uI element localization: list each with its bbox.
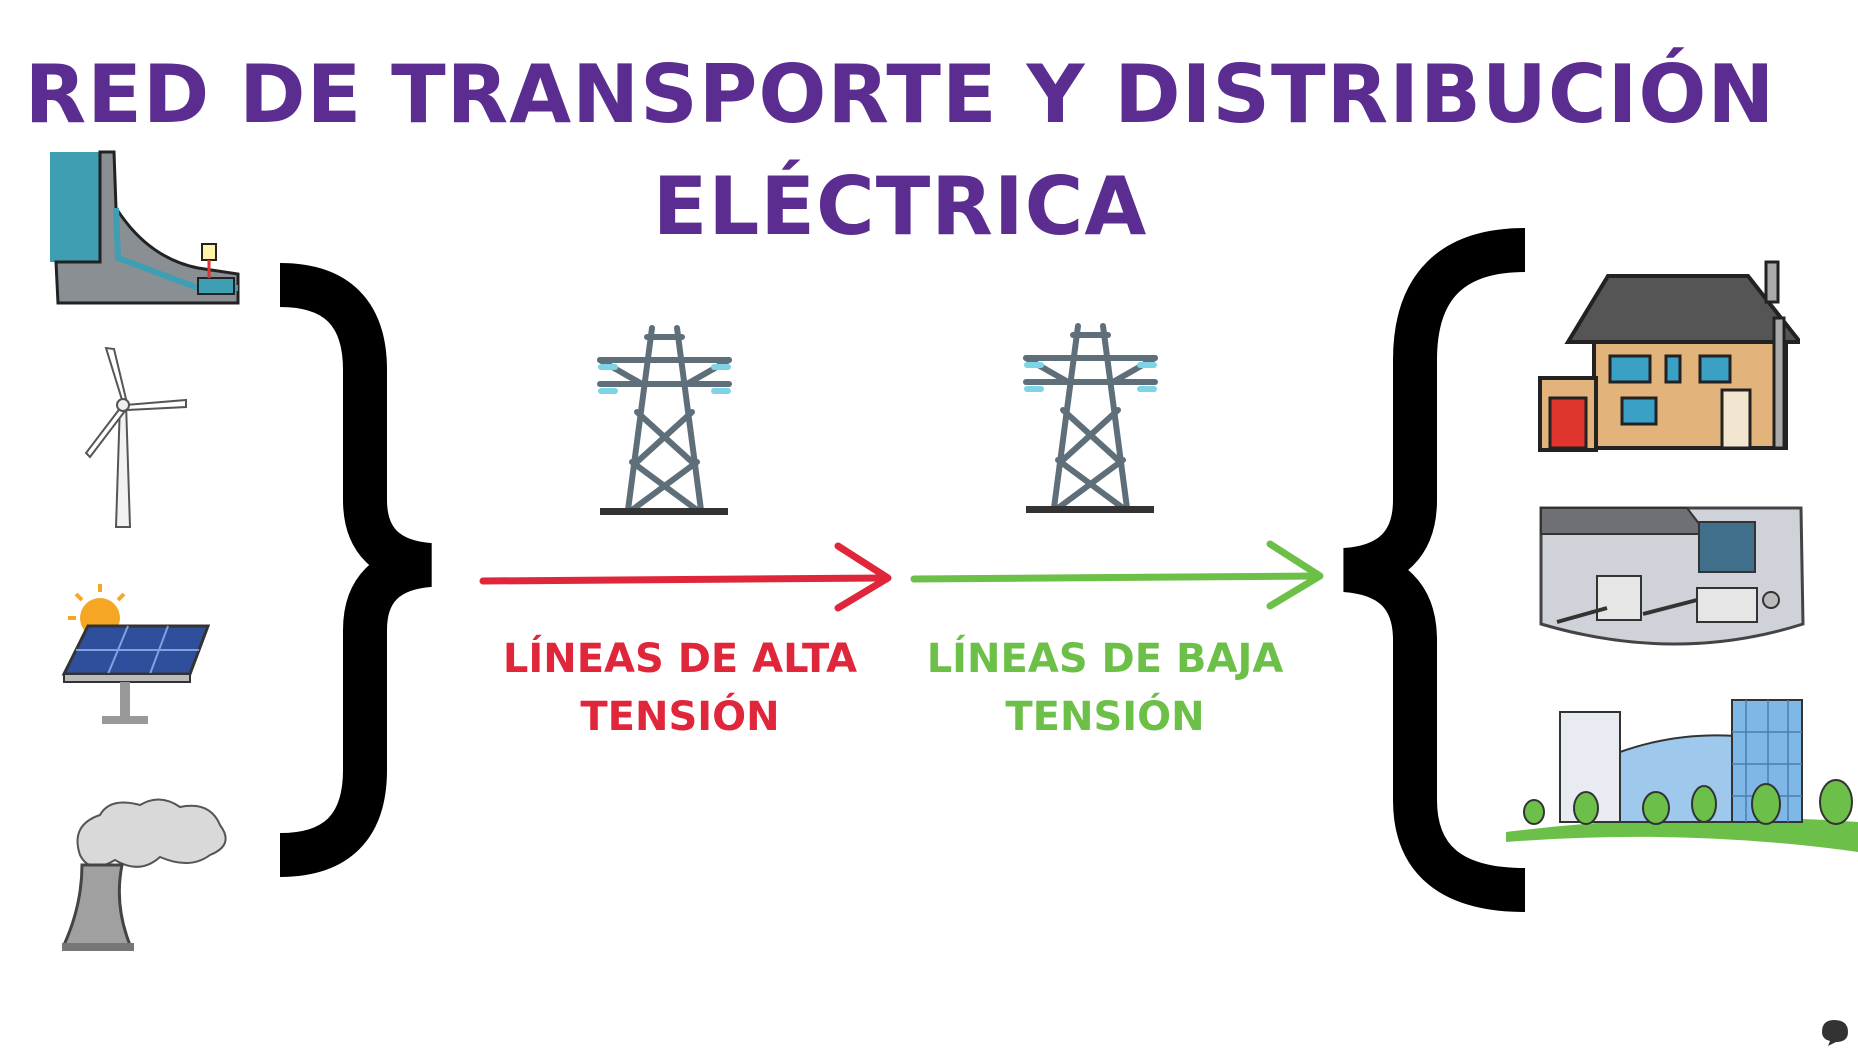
- wind-turbine-icon: [84, 346, 187, 528]
- low-voltage-label: LÍNEAS DE BAJA TENSIÓN: [925, 630, 1285, 746]
- cooling-tower-icon: [61, 798, 227, 951]
- page-title-line-2: ELÉCTRICA: [652, 160, 1148, 253]
- solar-panel-icon: [61, 584, 211, 724]
- corner-logo-icon: [1822, 1020, 1848, 1046]
- page-title-line-1: RED DE TRANSPORTE Y DISTRIBUCIÓN: [24, 48, 1776, 141]
- high-voltage-label-line-1: LÍNEAS DE ALTA: [502, 636, 858, 682]
- low-voltage-label-line-1: LÍNEAS DE BAJA: [926, 636, 1284, 682]
- low-voltage-tower-icon: [1023, 323, 1158, 513]
- low-voltage-label-line-2: TENSIÓN: [1005, 694, 1205, 740]
- hydroelectric-dam-icon: [50, 150, 240, 305]
- office-building-icon: [1506, 699, 1858, 852]
- factory-icon: [1539, 506, 1805, 646]
- high-voltage-tower-icon: [597, 325, 732, 515]
- high-voltage-arrow: [479, 542, 892, 612]
- low-voltage-arrow: [910, 540, 1324, 610]
- house-icon: [1538, 260, 1800, 452]
- high-voltage-label-line-2: TENSIÓN: [580, 694, 780, 740]
- high-voltage-label: LÍNEAS DE ALTA TENSIÓN: [500, 630, 860, 746]
